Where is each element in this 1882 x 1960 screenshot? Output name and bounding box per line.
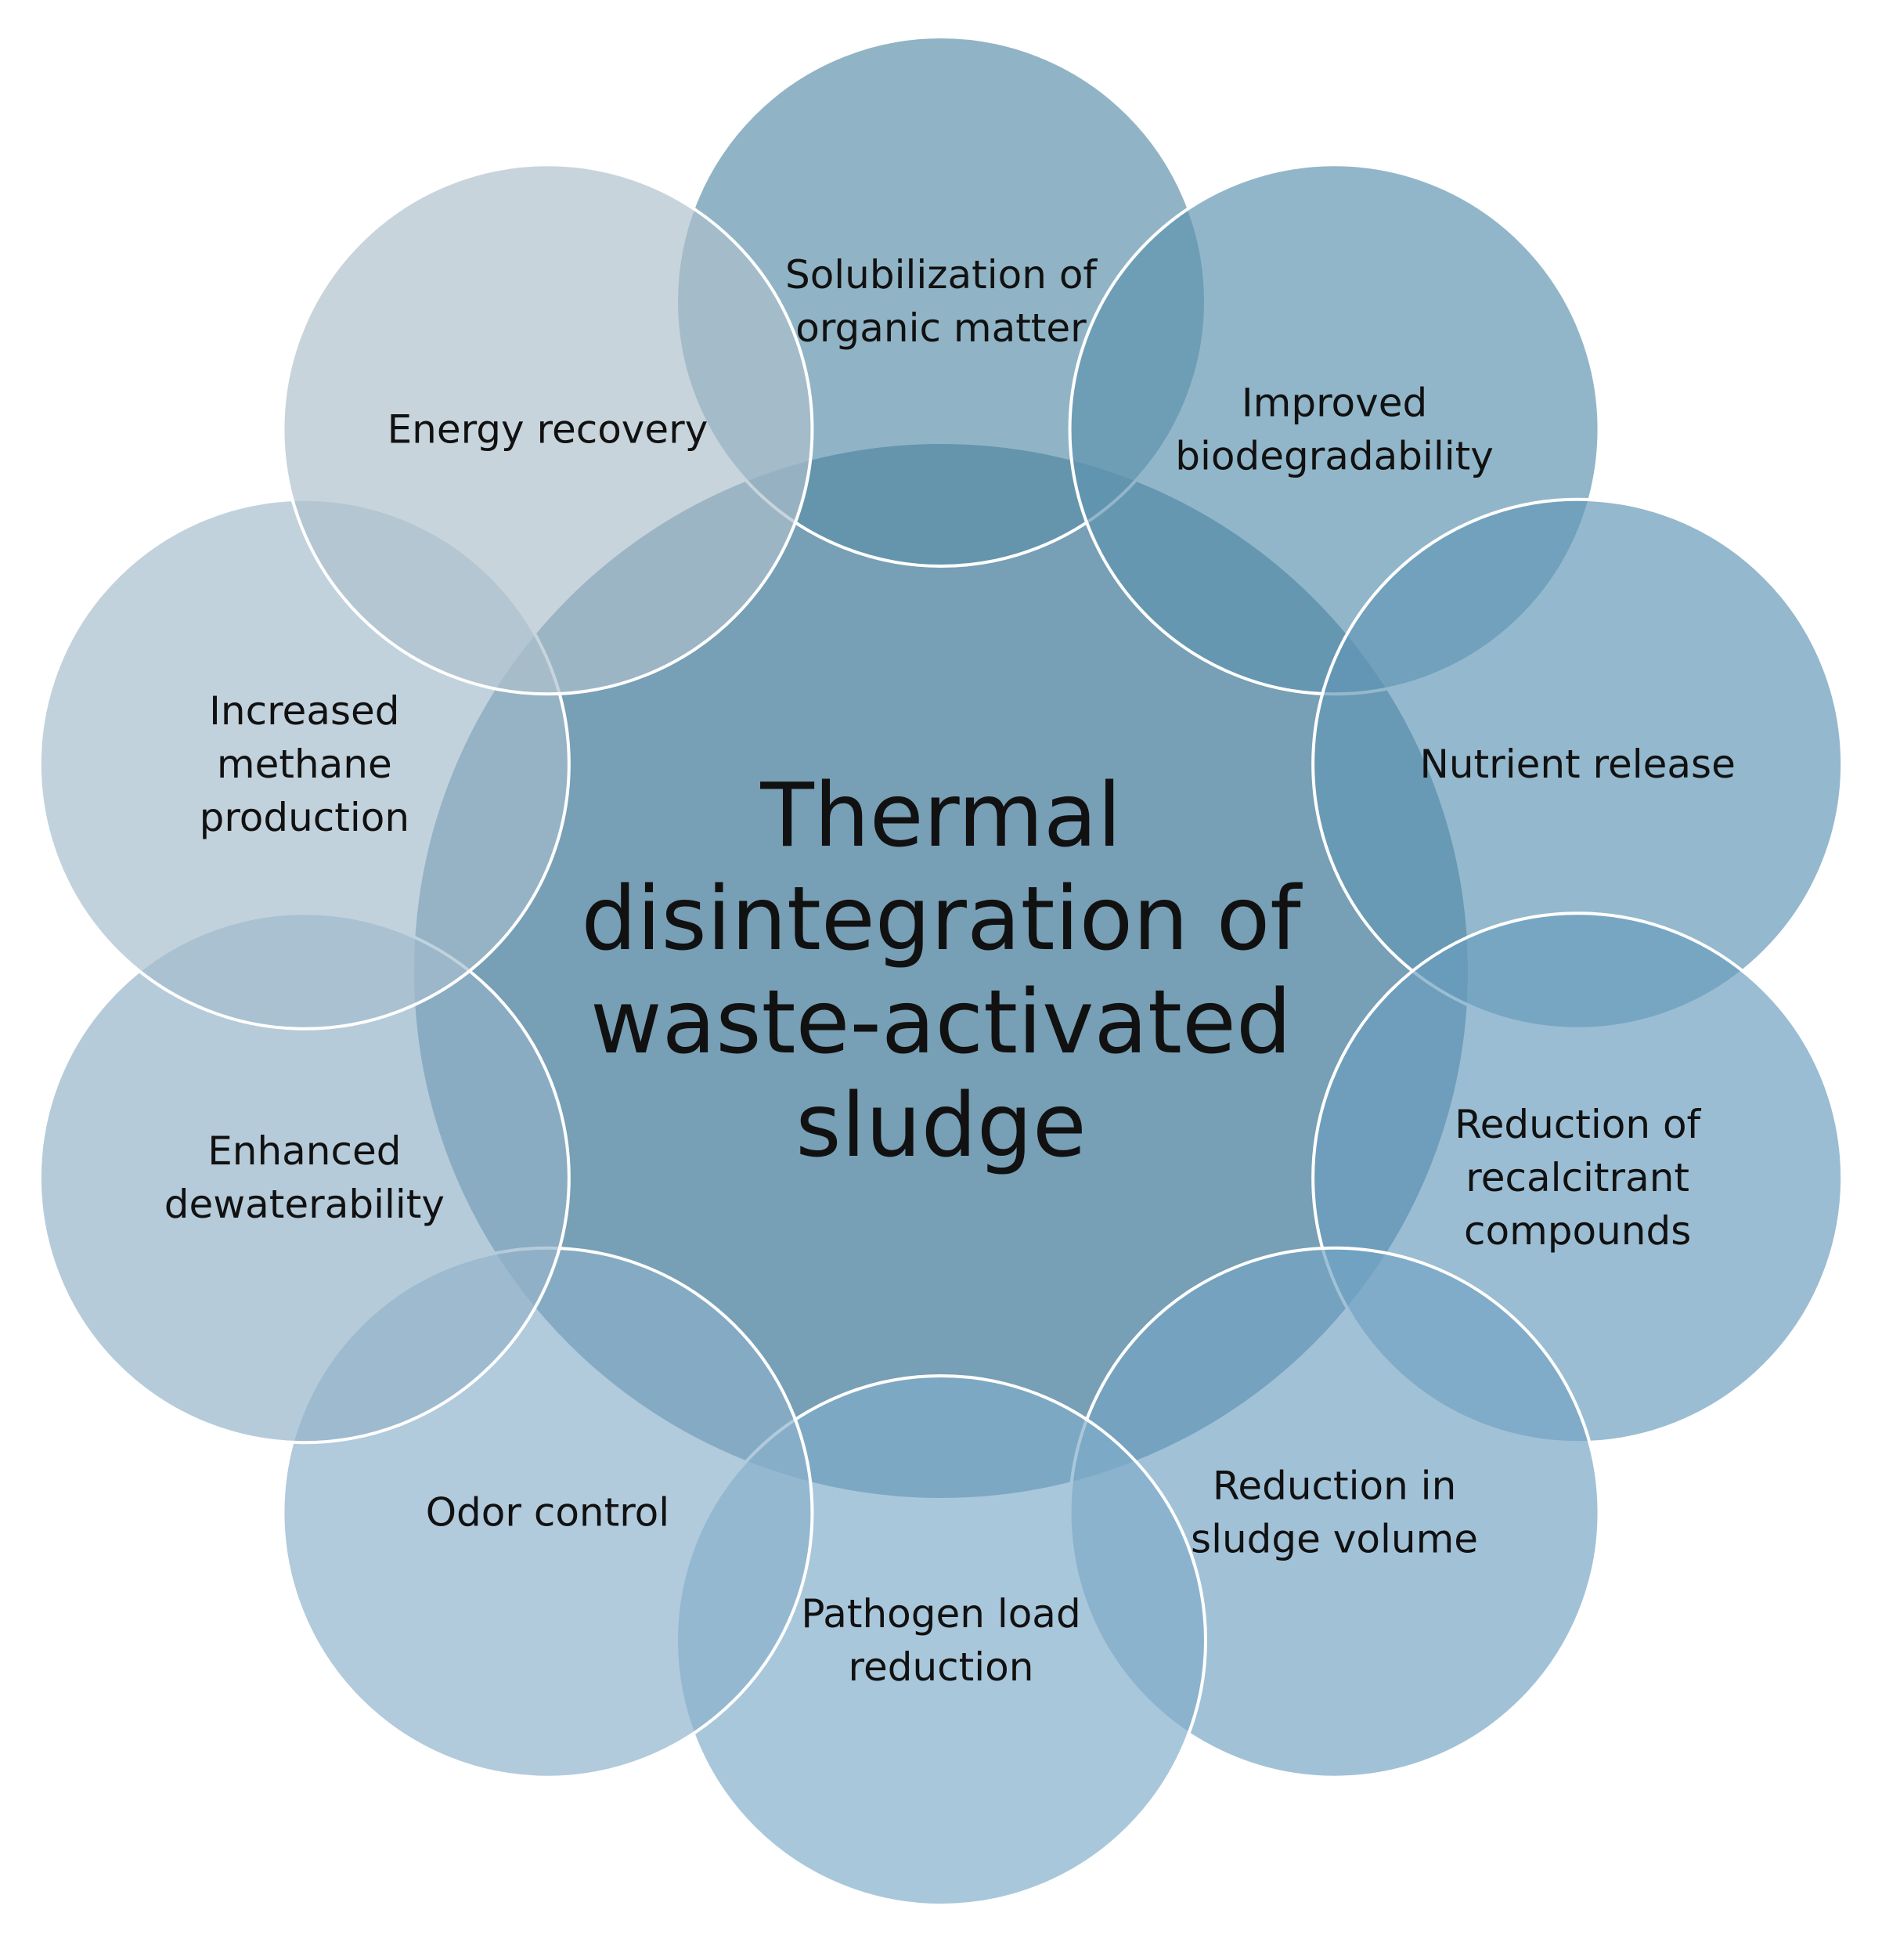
benefit-label-dewaterability: Enhanced dewaterability: [164, 1128, 445, 1227]
benefit-circle-energy: [281, 163, 814, 696]
benefit-label-odor-line: Odor control: [426, 1490, 669, 1536]
benefit-label-energy: Energy recovery: [388, 406, 708, 452]
benefit-label-recalcitrant-line: Reduction of: [1455, 1102, 1701, 1147]
benefit-label-solubilization: Solubilization of organic matter: [785, 252, 1098, 351]
benefit-label-nutrient-release-line: Nutrient release: [1419, 742, 1735, 787]
benefit-label-recalcitrant-line: compounds: [1464, 1208, 1691, 1254]
benefit-label-biodegradability-line: biodegradability: [1175, 433, 1494, 478]
benefit-label-dewaterability-line: dewaterability: [164, 1182, 445, 1227]
benefit-label-solubilization-line: organic matter: [795, 305, 1087, 351]
benefit-label-biodegradability: Improved biodegradability: [1175, 380, 1494, 478]
benefit-label-recalcitrant: Reduction of recalcitrant compounds: [1455, 1102, 1701, 1254]
benefit-label-biodegradability-line: Improved: [1242, 380, 1427, 425]
benefit-label-nutrient-release: Nutrient release: [1419, 742, 1735, 787]
center-title-line: waste-activated: [590, 972, 1292, 1074]
circles-layer: [38, 35, 1844, 1907]
benefit-label-methane-line: methane: [217, 742, 392, 787]
benefit-label-methane-line: production: [200, 795, 409, 840]
benefit-label-recalcitrant-line: recalcitrant: [1466, 1155, 1689, 1200]
benefit-label-odor: Odor control: [426, 1490, 669, 1536]
center-title-line: disintegration of: [581, 868, 1303, 970]
center-title-line: Thermal: [759, 765, 1121, 867]
benefit-label-sludge-volume-line: Reduction in: [1213, 1464, 1456, 1509]
benefit-label-sludge-volume: Reduction in sludge volume: [1191, 1464, 1478, 1562]
benefit-label-pathogen-line: reduction: [849, 1644, 1034, 1690]
benefit-label-energy-line: Energy recovery: [388, 406, 708, 452]
benefit-label-methane: Increased methane production: [200, 688, 409, 840]
benefit-label-methane-line: Increased: [209, 688, 399, 734]
benefit-label-pathogen-line: Pathogen load: [801, 1591, 1080, 1637]
benefit-label-pathogen: Pathogen load reduction: [801, 1591, 1080, 1690]
center-title-line: sludge: [795, 1075, 1087, 1177]
benefit-label-dewaterability-line: Enhanced: [207, 1128, 401, 1174]
benefit-label-sludge-volume-line: sludge volume: [1191, 1517, 1478, 1562]
benefit-label-solubilization-line: Solubilization of: [785, 252, 1098, 298]
